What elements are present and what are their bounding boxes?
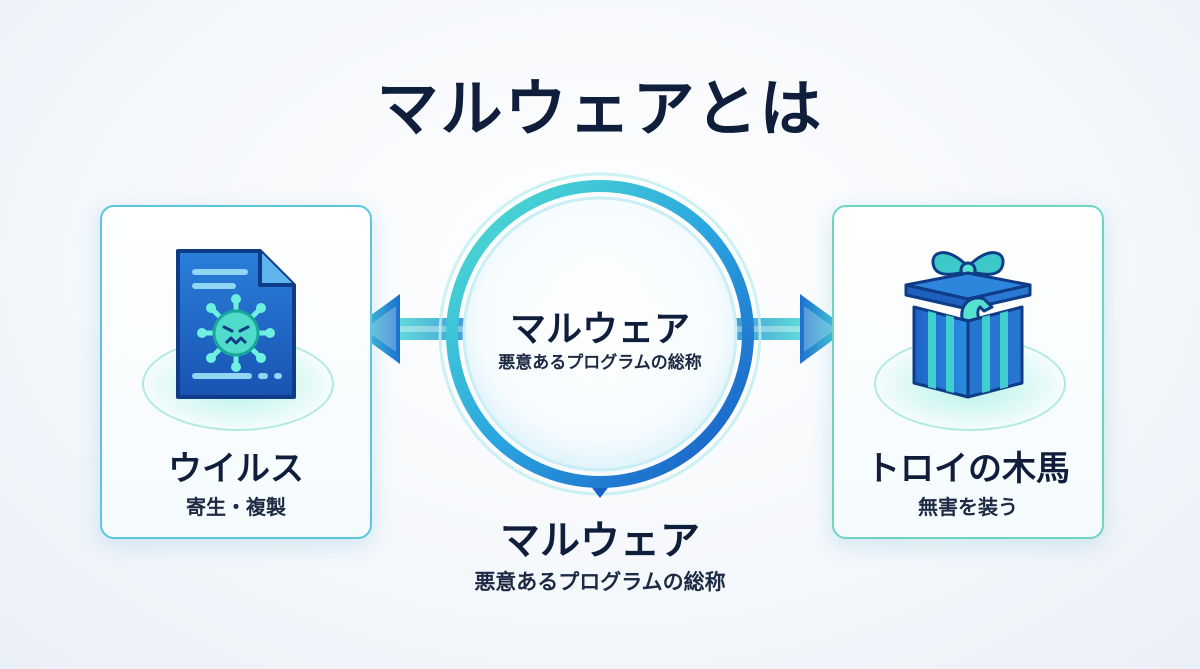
center-name: マルウェア (509, 309, 690, 350)
bottom-name: マルウェア (500, 518, 700, 564)
page-title: マルウェアとは (376, 72, 824, 145)
trojan-name: トロイの木馬 (866, 449, 1070, 489)
pointer-triangle (586, 480, 614, 498)
infected-document-icon (176, 249, 296, 399)
arrow-right-icon (700, 294, 848, 364)
trojan-description: 無害を装う (918, 495, 1018, 519)
virus-name: ウイルス (168, 449, 304, 489)
trojan-card: トロイの木馬 無害を装う (832, 205, 1104, 539)
center-description: 悪意あるプログラムの総称 (498, 353, 702, 373)
trojan-horse-gift-box-icon (904, 251, 1032, 399)
arrow-left-icon (352, 294, 500, 364)
virus-card: ウイルス 寄生・複製 (100, 205, 372, 539)
bottom-description: 悪意あるプログラムの総称 (474, 570, 726, 594)
virus-description: 寄生・複製 (186, 495, 286, 519)
